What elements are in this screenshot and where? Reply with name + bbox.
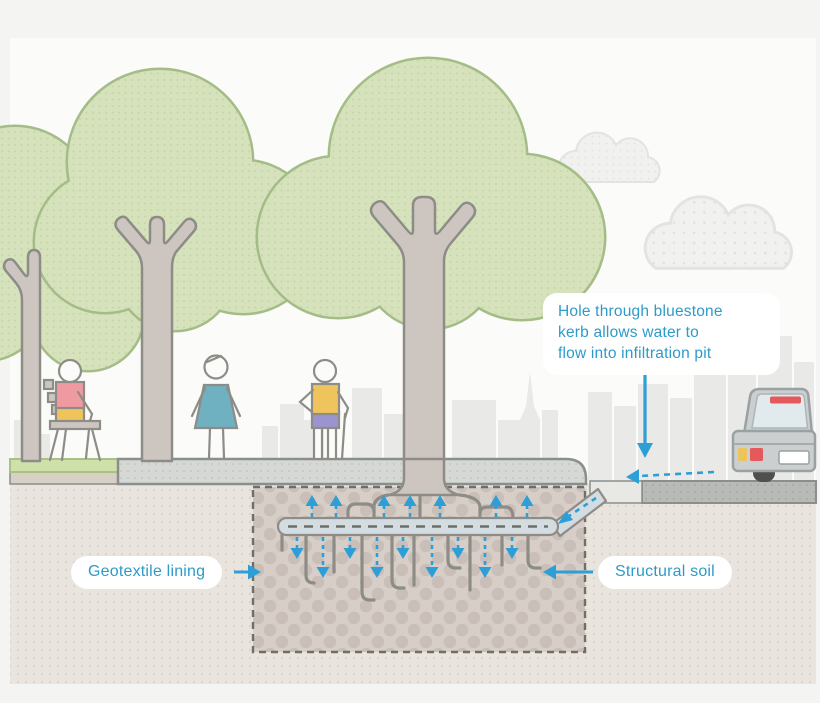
person-with-cane <box>298 358 350 461</box>
tree-canopy <box>32 67 322 333</box>
brake-light <box>770 396 801 404</box>
road <box>641 480 817 504</box>
kerb-note-label: Hole through bluestone kerb allows water… <box>543 293 780 376</box>
standing-woman <box>190 354 242 460</box>
water-flow-arrows <box>234 372 715 580</box>
up-arrow-heads <box>305 495 534 506</box>
cloud-icon <box>557 131 793 270</box>
kerb-flow-arrowhead <box>626 469 639 484</box>
spire-silhouette <box>520 372 540 460</box>
indicator-light <box>738 448 747 461</box>
geotextile-lining-label: Geotextile lining <box>71 556 223 589</box>
pipes <box>276 487 608 538</box>
tree-trunk <box>114 215 198 463</box>
tree-roots <box>280 493 542 602</box>
kerb-flow-dashes <box>639 470 715 478</box>
down-arrow-stems <box>295 537 514 568</box>
geotextile-arrowhead <box>248 564 261 580</box>
structural-arrowhead <box>543 564 556 580</box>
tree-trunk <box>2 248 42 463</box>
footpath <box>116 457 588 486</box>
down-arrow-heads <box>290 548 519 578</box>
note-arrowhead <box>637 443 653 458</box>
tree-trunk <box>369 195 477 463</box>
inlet-pipe-flow-dashes <box>565 496 597 520</box>
structural-soil-label: Structural soil <box>598 556 732 589</box>
pedestrians <box>42 354 350 462</box>
tail-light <box>750 448 763 461</box>
car <box>731 387 817 482</box>
license-plate <box>778 450 810 465</box>
up-arrow-stems <box>310 505 529 517</box>
street-trees <box>0 56 607 497</box>
inlet-pipe-arrowhead <box>558 511 573 524</box>
seated-person <box>42 358 102 462</box>
